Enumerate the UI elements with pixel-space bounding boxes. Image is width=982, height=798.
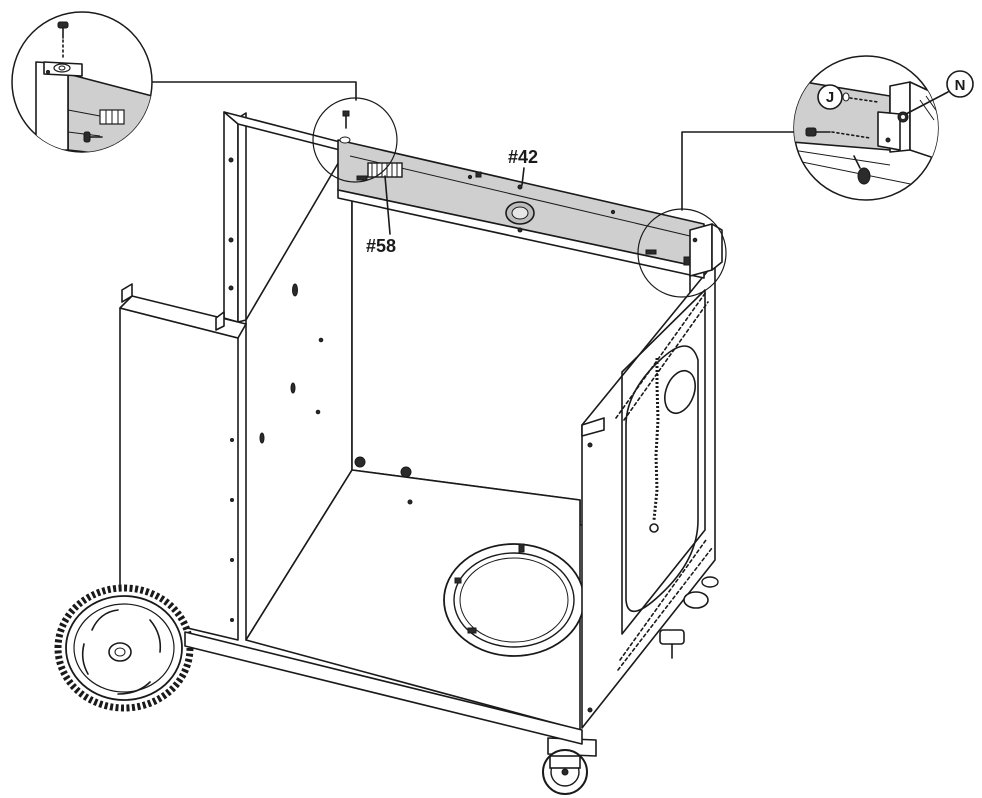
left-rear-upright: [223, 111, 247, 323]
right-inset-bottom-screw: [853, 155, 871, 185]
front-bottom-bar: [184, 631, 583, 745]
part-58-label: #58: [366, 236, 396, 256]
right-leader-line: [681, 131, 797, 211]
callout-j: J: [817, 84, 843, 110]
callout-n-label: N: [955, 77, 966, 94]
left-inset-side-screw: [83, 131, 103, 143]
igniter-chain: [652, 358, 660, 521]
back-rail-part-42: [337, 139, 705, 279]
right-inset-washer: [842, 92, 879, 103]
tank-knob: [659, 576, 719, 659]
lower-vent-slots: [617, 539, 713, 671]
right-corner-bracket: [645, 223, 723, 277]
left-leader-line: [151, 81, 357, 101]
right-inset-detail: [793, 55, 939, 201]
callout-n: N: [905, 70, 974, 115]
left-inset-top-screw: [57, 21, 69, 59]
upper-vent-slots: [615, 291, 709, 421]
left-wheel: [54, 584, 194, 712]
left-detail-focus-circle: [312, 97, 398, 183]
propane-tank-ring: [443, 543, 585, 657]
front-right-caster: [542, 737, 597, 795]
left-front-panel: [119, 283, 247, 641]
part-42-label: #42: [508, 147, 538, 167]
left-inset-detail: [11, 11, 153, 153]
right-inset-side-screw: [805, 127, 871, 139]
callout-j-label: J: [826, 89, 834, 106]
right-side-panel: [581, 261, 716, 729]
